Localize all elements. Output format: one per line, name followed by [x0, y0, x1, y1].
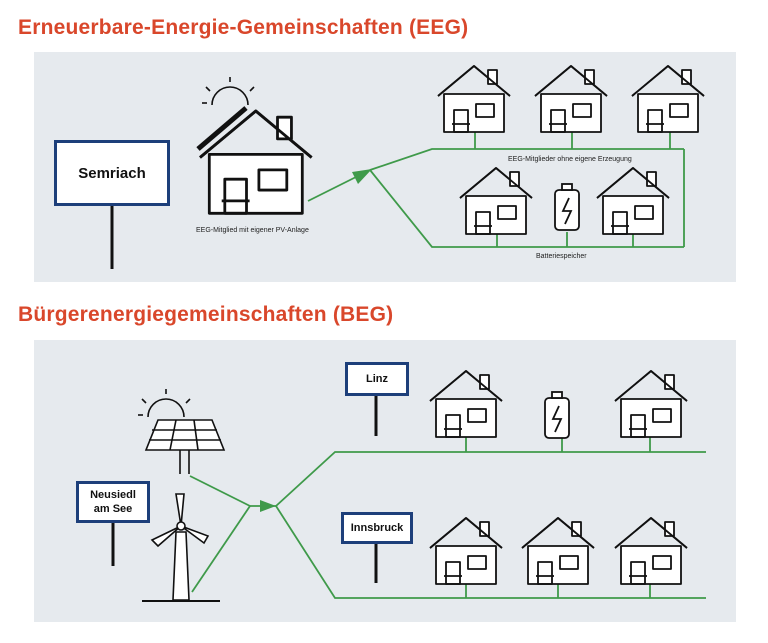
eeg-sun-icon	[201, 76, 255, 106]
caption-members-no-generation: EEG-Mitglieder ohne eigene Erzeugung	[508, 156, 632, 163]
solar-panel-icon	[196, 106, 248, 151]
beg-house-innsbruck-1	[429, 517, 503, 585]
town-sign-innsbruck: Innsbruck	[341, 512, 413, 544]
caption-battery: Batteriespeicher	[536, 253, 587, 260]
beg-sun-icon	[137, 388, 191, 418]
town-sign-neusiedl: Neusiedl am See	[76, 481, 150, 523]
solar-array-icon	[144, 419, 226, 474]
beg-house-innsbruck-3	[614, 517, 688, 585]
beg-arrow-icon	[260, 500, 276, 512]
caption-member-pv: EEG-Mitglied mit eigener PV-Anlage	[196, 227, 309, 234]
beg-battery-icon	[544, 391, 570, 439]
eeg-member-house-3	[631, 65, 705, 133]
eeg-arrow-icon	[352, 169, 372, 184]
eeg-member-house-4	[459, 167, 533, 235]
eeg-member-house-2	[534, 65, 608, 133]
eeg-battery-icon	[554, 183, 580, 231]
beg-house-linz-2	[614, 370, 688, 438]
eeg-title: Erneuerbare-Energie-Gemeinschaften (EEG)	[18, 16, 469, 39]
eeg-pv-house	[198, 109, 313, 215]
town-sign-linz: Linz	[345, 362, 409, 396]
wind-turbine-icon	[142, 493, 220, 602]
beg-house-linz-1	[429, 370, 503, 438]
eeg-member-house-5	[596, 167, 670, 235]
eeg-member-house-1	[437, 65, 511, 133]
beg-house-innsbruck-2	[521, 517, 595, 585]
beg-title: Bürgerenergiegemeinschaften (BEG)	[18, 303, 394, 326]
town-sign-semriach: Semriach	[54, 140, 170, 206]
